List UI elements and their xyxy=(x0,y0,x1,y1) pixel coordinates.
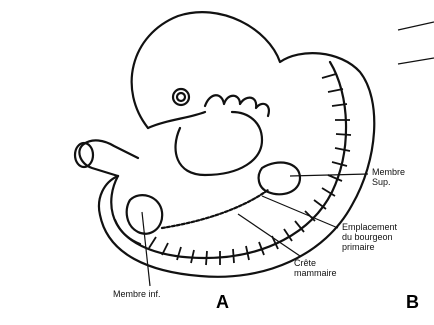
lower-limb-bud xyxy=(127,195,162,234)
label-crete-mammaire: Crête mammaire xyxy=(294,258,337,278)
edge-mark-top xyxy=(398,22,434,30)
embryo-outline xyxy=(99,12,374,277)
edge-mark-mid xyxy=(398,58,434,64)
panel-letter-b: B xyxy=(406,292,419,313)
dorsal-inner-contour xyxy=(115,62,346,258)
tail-curve xyxy=(111,176,140,244)
eye xyxy=(173,89,189,105)
upper-limb-bud xyxy=(259,163,300,195)
label-emplacement-bourgeon: Emplacement du bourgeon primaire xyxy=(342,222,397,252)
heart-prominence xyxy=(176,112,262,175)
label-membre-sup: Membre Sup. xyxy=(372,167,405,187)
somites xyxy=(149,74,351,265)
mammary-crest xyxy=(162,190,268,228)
pharyngeal-contour xyxy=(148,112,205,128)
label-membre-inf: Membre inf. xyxy=(113,289,161,299)
panel-letter-a: A xyxy=(216,292,229,313)
